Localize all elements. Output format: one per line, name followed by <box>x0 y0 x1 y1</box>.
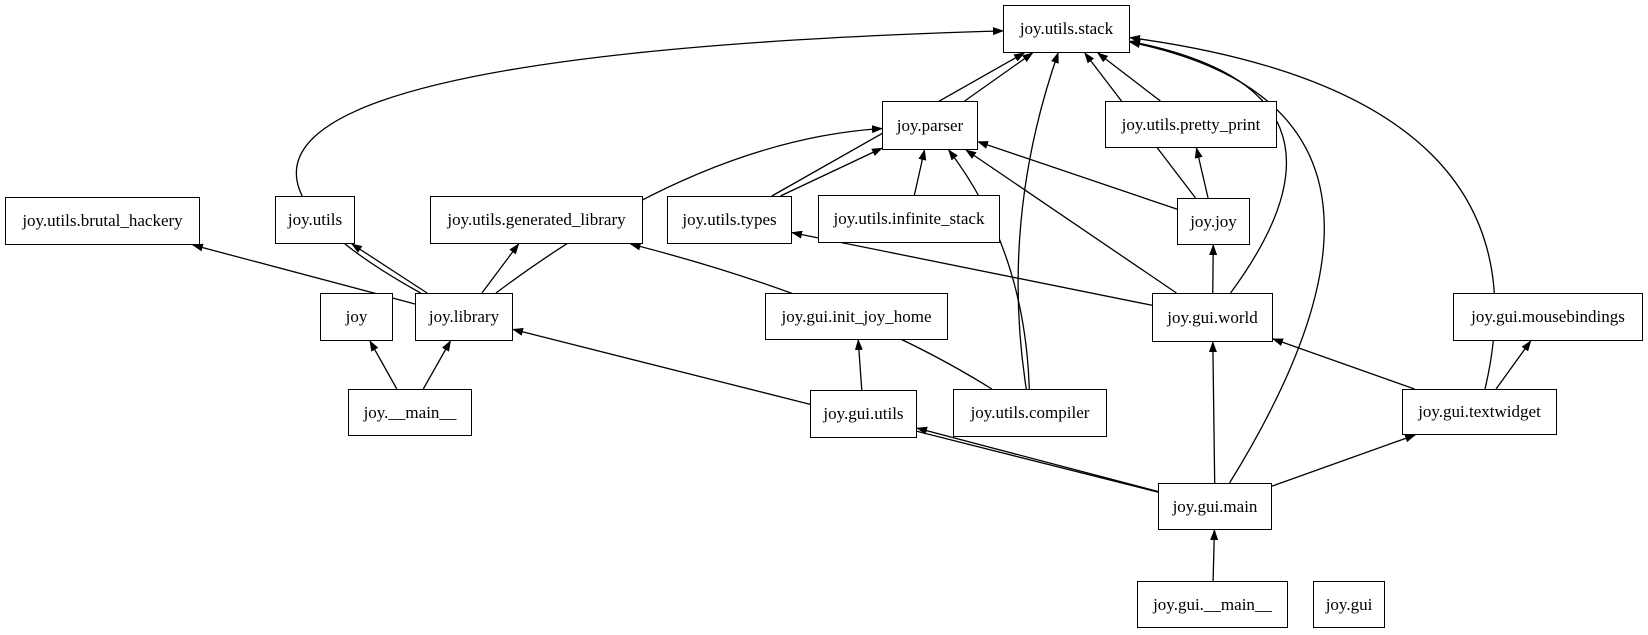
edge-joy-gui-utils--to--joy-gui-init-joy-home <box>854 339 863 391</box>
edge-joy-main---to--joy-library <box>422 340 451 390</box>
node-joy-gui-main: joy.gui.__main__ <box>1137 581 1288 628</box>
edge-joy-gui-textwidget--to--joy-gui-world <box>1272 338 1415 390</box>
edge-joy-parser--to--joy-utils-stack <box>964 52 1034 102</box>
node-joy-joy: joy.joy <box>1177 198 1250 245</box>
edge-joy-gui-main--to--joy-gui-world <box>1208 341 1217 484</box>
edge-joy-joy--to--joy-parser <box>977 141 1178 210</box>
edge-joy-utils-compiler--to--joy-utils-stack <box>1017 52 1059 390</box>
edge-joy-gui-main--to--joy-gui-utils <box>916 426 1159 493</box>
edge-joy-gui-world--to--joy-joy <box>1209 244 1218 294</box>
edge-joy-joy--to--joy-utils-pretty-print <box>1194 147 1209 199</box>
node-joy-gui-utils: joy.gui.utils <box>810 390 917 438</box>
node-joy-gui: joy.gui <box>1313 581 1385 628</box>
edge-joy-gui-world--to--joy-parser <box>965 149 1177 294</box>
edge-joy-library--to--joy-utils <box>351 243 428 294</box>
node-joy-utils: joy.utils <box>275 196 355 244</box>
node-joy-gui-textwidget: joy.gui.textwidget <box>1402 389 1557 435</box>
edge-joy-utils-compiler--to--joy-parser <box>948 149 1030 390</box>
edge-joy-gui-textwidget--to--joy-gui-mousebindings <box>1495 340 1532 390</box>
edge-joy-library--to--joy-parser <box>495 125 883 294</box>
edge-joy-gui-main---to--joy-gui-main <box>1210 529 1219 582</box>
node-joy-utils-compiler: joy.utils.compiler <box>953 389 1107 437</box>
node-joy-parser: joy.parser <box>882 101 978 150</box>
edge-joy-gui-main--to--joy-gui-textwidget <box>1271 434 1417 487</box>
edge-joy-gui-world--to--joy-utils-types <box>791 230 1153 306</box>
node-joy-gui-init-joy-home: joy.gui.init_joy_home <box>765 293 948 340</box>
node-joy: joy <box>320 293 393 341</box>
node-joy-utils-pretty-print: joy.utils.pretty_print <box>1105 101 1277 148</box>
edge-joy-library--to--joy-utils-generated-library <box>481 243 520 294</box>
edge-joy-gui-main--to--joy-utils-stack <box>1129 40 1325 484</box>
node-joy-main: joy.__main__ <box>348 389 472 436</box>
node-joy-utils-brutal-hackery: joy.utils.brutal_hackery <box>5 197 200 245</box>
node-joy-gui-world: joy.gui.world <box>1152 293 1273 342</box>
node-joy-gui-main: joy.gui.main <box>1158 483 1272 530</box>
edge-joy-utils-pretty-print--to--joy-utils-stack <box>1096 52 1161 102</box>
edge-group <box>191 27 1532 582</box>
edge-joy-main---to--joy <box>369 340 398 390</box>
node-joy-utils-infinite-stack: joy.utils.infinite_stack <box>818 195 1000 243</box>
node-joy-library: joy.library <box>415 293 513 341</box>
edge-joy-utils-infinite-stack--to--joy-parser <box>913 149 927 196</box>
edge-joy-utils-types--to--joy-parser <box>780 147 883 197</box>
node-joy-gui-mousebindings: joy.gui.mousebindings <box>1453 293 1643 341</box>
edge-joy-gui-world--to--joy-utils-stack <box>1129 39 1288 294</box>
node-joy-utils-generated-library: joy.utils.generated_library <box>430 196 643 244</box>
node-joy-utils-types: joy.utils.types <box>667 196 792 244</box>
node-joy-utils-stack: joy.utils.stack <box>1003 5 1130 53</box>
